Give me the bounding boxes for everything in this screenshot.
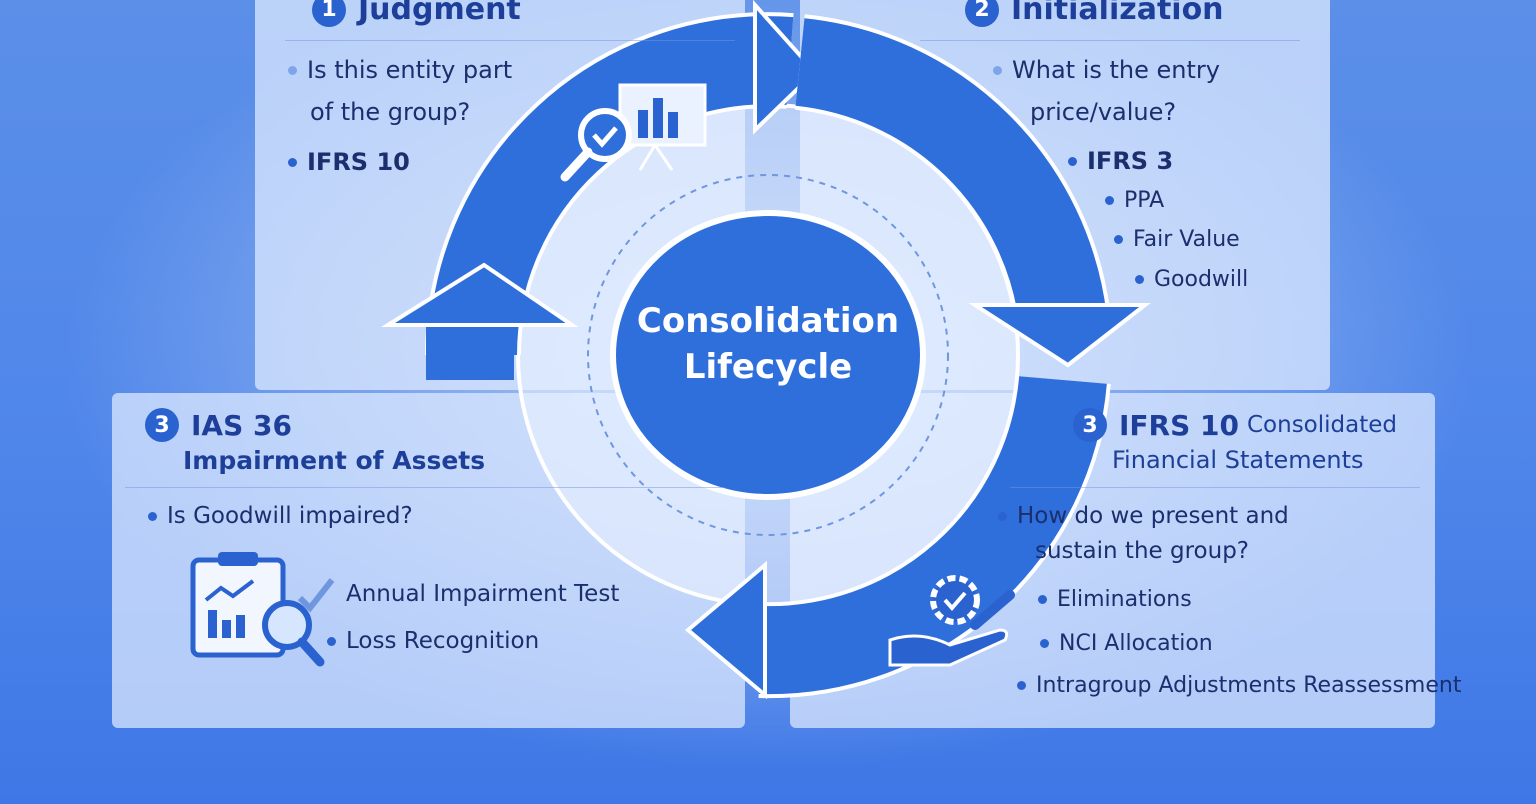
center-title: Consolidation Lifecycle	[636, 301, 900, 387]
list-item: What is the entry	[993, 56, 1220, 84]
hand-gear-wrench-icon	[888, 575, 1015, 667]
list-item: How do we present and	[998, 503, 1289, 529]
list-item: Eliminations	[1038, 587, 1192, 612]
list-item: Intragroup Adjustments Reassessment	[1017, 673, 1461, 698]
clipboard-chart-magnifier-icon	[190, 552, 335, 667]
arrowhead-right	[753, 0, 818, 135]
center-circle	[610, 210, 926, 500]
list-item: PPA	[1105, 188, 1164, 213]
panel-subtitle: Impairment of Assets	[183, 446, 486, 475]
panel-title-ifrs10-fs: 3 IFRS 10 Consolidated	[1073, 408, 1397, 442]
step-number-badge: 1	[312, 0, 346, 27]
divider	[285, 40, 735, 41]
panel-title-judgment: 1 Judgment	[312, 0, 521, 27]
list-item: Fair Value	[1114, 227, 1240, 252]
dashed-ring	[587, 174, 949, 536]
magnifier-check-chart-icon	[560, 83, 707, 182]
divider	[125, 487, 725, 488]
divider	[920, 40, 1300, 41]
arrowhead-down	[968, 303, 1151, 368]
list-item: Annual Impairment Test	[346, 581, 620, 607]
divider	[1010, 487, 1420, 488]
list-item: Loss Recognition	[327, 628, 539, 654]
step-number-badge: 3	[1073, 408, 1107, 442]
list-item: sustain the group?	[1035, 538, 1249, 564]
list-item: Is Goodwill impaired?	[148, 503, 413, 529]
list-item: IFRS 3	[1068, 147, 1173, 175]
panel-title-ias36: 3 IAS 36	[145, 408, 292, 442]
step-number-badge: 3	[145, 408, 179, 442]
panel-subtitle: Financial Statements	[1112, 446, 1364, 474]
panel-title-initialization: 2 Initialization	[965, 0, 1224, 27]
list-item: NCI Allocation	[1040, 631, 1213, 656]
list-item: Goodwill	[1135, 267, 1248, 292]
list-item: price/value?	[1030, 98, 1177, 126]
arrowhead-up	[381, 262, 579, 327]
step-number-badge: 2	[965, 0, 999, 27]
arrowhead-left	[684, 560, 767, 700]
list-item: IFRS 10	[288, 148, 410, 176]
list-item: Is this entity part	[288, 56, 512, 84]
list-item: of the group?	[310, 98, 471, 126]
